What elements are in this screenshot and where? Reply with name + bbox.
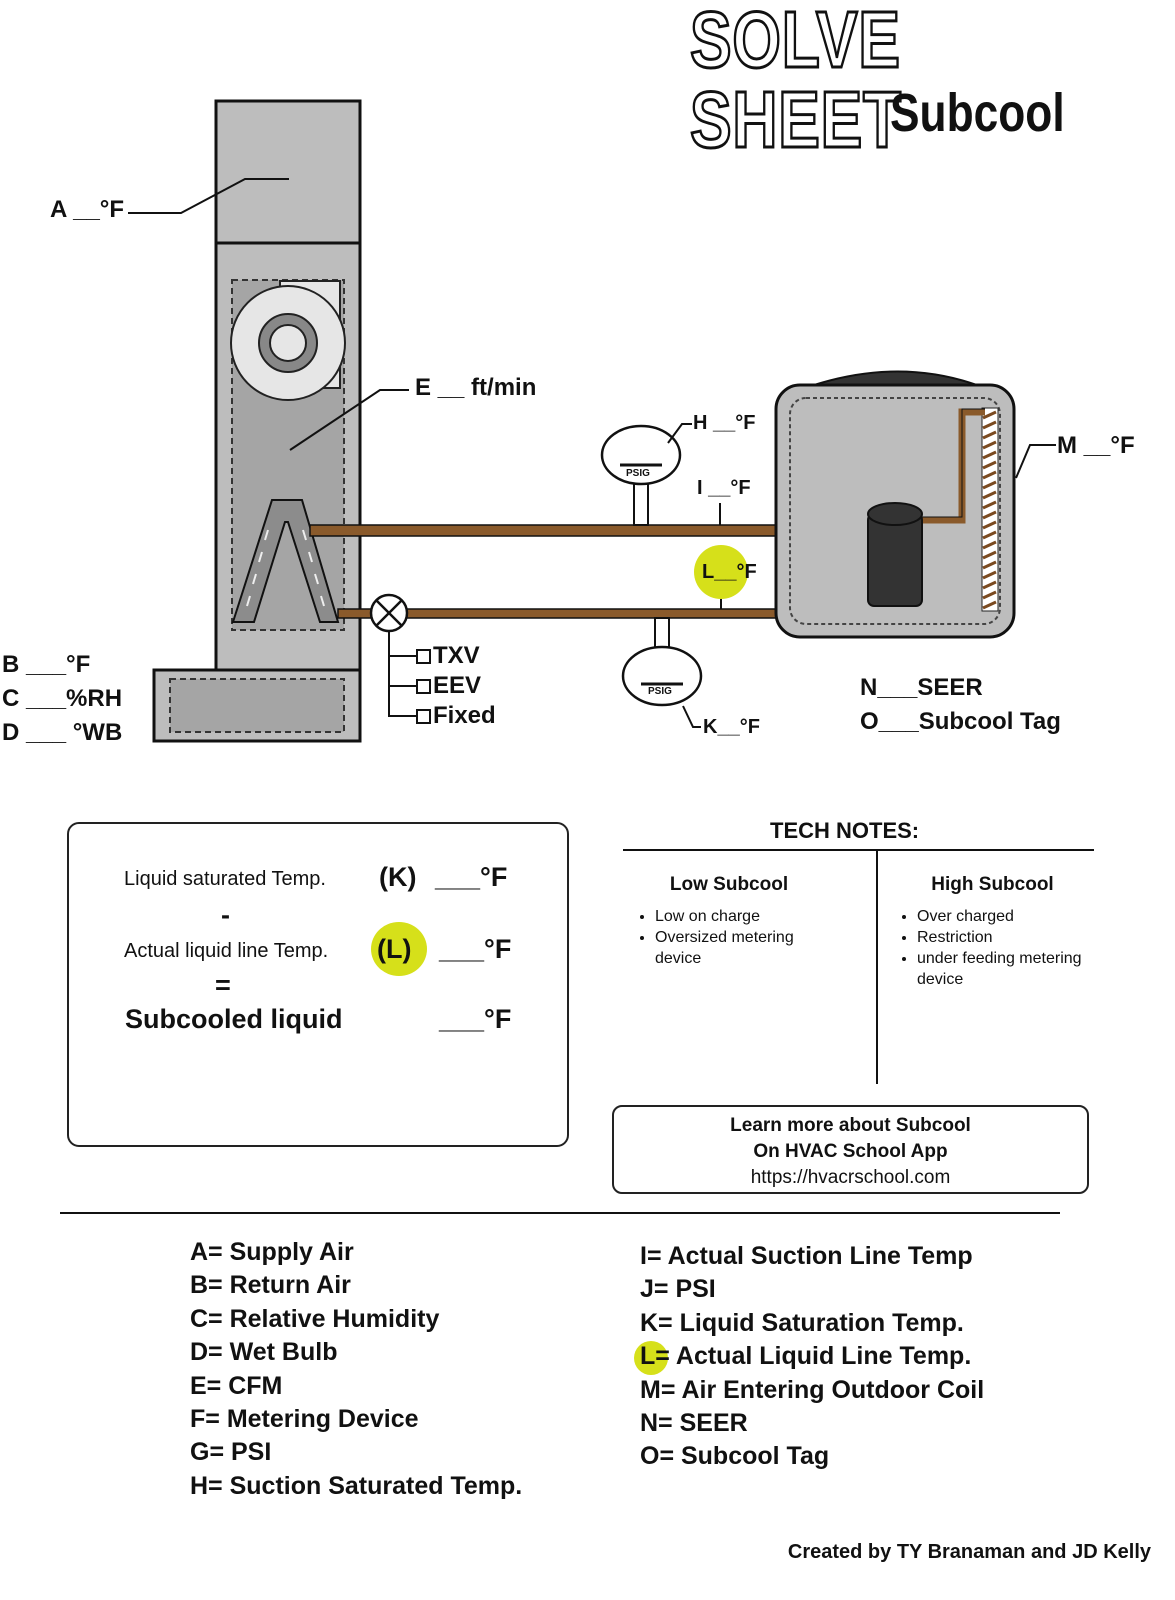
legend-l-highlight <box>634 1341 668 1375</box>
liquid-gauge-unit: PSIG <box>648 686 672 697</box>
calc-actual-liquid-label: Actual liquid line Temp. <box>124 940 329 962</box>
label-n-seer: N___SEER <box>860 674 983 701</box>
learn-more-box: Learn more about Subcool On HVAC School … <box>612 1105 1089 1194</box>
high-subcool-heading: High Subcool <box>931 874 1054 895</box>
tech-notes-column-divider <box>876 850 878 1084</box>
leader-a <box>128 178 289 214</box>
high-subcool-notes: High Subcool Over charged Restriction un… <box>885 874 1100 990</box>
system-diagram <box>128 99 1056 743</box>
sheet-subtitle: Subcool <box>890 83 1065 143</box>
label-o-subcool-tag: O___Subcool Tag <box>860 708 1061 735</box>
learn-more-line1: Learn more about Subcool <box>730 1115 971 1136</box>
calc-l-highlight <box>371 922 427 976</box>
label-i-suction-line-temp: I __°F <box>697 477 751 499</box>
suction-gauge-unit: PSIG <box>626 468 650 479</box>
condenser-unit-icon <box>774 370 1016 639</box>
leader-m <box>1015 444 1056 479</box>
legend-item: N= SEER <box>640 1409 748 1438</box>
leader-k <box>682 705 701 728</box>
legend-item: K= Liquid Saturation Temp. <box>640 1308 964 1337</box>
calc-k-blank: ___°F <box>435 862 508 892</box>
low-subcool-notes: Low Subcool Low on charge Oversized mete… <box>623 874 835 969</box>
fixed-checkbox[interactable] <box>416 709 431 724</box>
legend-item: E= CFM <box>190 1371 283 1400</box>
label-d-wet-bulb: D ___ °WB <box>2 719 123 746</box>
liquid-gauge-icon <box>621 617 703 707</box>
label-e-airflow: E __ ft/min <box>415 374 537 401</box>
legend-item: G= PSI <box>190 1438 272 1467</box>
legend-item: O= Subcool Tag <box>640 1442 830 1471</box>
sheet-title: SOLVE SHEET <box>689 0 903 164</box>
label-m-outdoor-air: M __°F <box>1057 432 1135 459</box>
legend-separator <box>60 1212 1060 1214</box>
label-l-highlight <box>694 545 748 599</box>
legend-item: D= Wet Bulb <box>190 1338 338 1367</box>
metering-option-txv[interactable]: TXV <box>416 644 480 668</box>
legend-item: L= Actual Liquid Line Temp. <box>640 1342 972 1371</box>
leader-h <box>667 423 692 444</box>
label-b-return-air: B ___°F <box>2 651 91 678</box>
learn-more-url[interactable]: https://hvacrschool.com <box>750 1167 951 1188</box>
legend-item: C= Relative Humidity <box>190 1304 440 1333</box>
leader-e <box>289 389 409 451</box>
calc-subcooled-label: Subcooled liquid <box>125 1004 343 1034</box>
metering-device-icon <box>369 593 416 717</box>
legend-item: I= Actual Suction Line Temp <box>640 1242 973 1270</box>
high-subcool-item: Over charged <box>917 906 1100 927</box>
high-subcool-item: Restriction <box>917 927 1100 948</box>
fixed-label: Fixed <box>433 702 496 729</box>
legend-item: A= Supply Air <box>190 1238 354 1266</box>
txv-checkbox[interactable] <box>416 649 431 664</box>
metering-option-eev[interactable]: EEV <box>416 674 481 698</box>
eev-checkbox[interactable] <box>416 679 431 694</box>
txv-label: TXV <box>433 642 480 669</box>
legend-left: A= Supply Air B= Return Air C= Relative … <box>190 1236 522 1503</box>
calc-liquid-saturated-label: Liquid saturated Temp. <box>124 868 326 890</box>
label-a-supply-air: A __°F <box>50 196 125 223</box>
credit-line: Created by TY Branaman and JD Kelly <box>787 1541 1151 1563</box>
label-k-liquid-saturation: K__°F <box>703 716 760 738</box>
legend-item: M= Air Entering Outdoor Coil <box>640 1375 985 1404</box>
metering-option-fixed[interactable]: Fixed <box>416 704 496 728</box>
high-subcool-item: under feeding metering device <box>917 948 1100 990</box>
legend-item: H= Suction Saturated Temp. <box>190 1471 523 1500</box>
calc-l-blank: ___°F <box>439 934 512 964</box>
legend-item: B= Return Air <box>190 1271 351 1300</box>
legend-item: J= PSI <box>640 1275 716 1304</box>
suction-gauge-icon <box>600 424 682 526</box>
learn-more-line2: On HVAC School App <box>753 1141 948 1162</box>
tech-notes-divider <box>623 849 1094 851</box>
calc-k-code: (K) <box>379 862 417 892</box>
blower-icon <box>230 280 346 401</box>
calc-equals: = <box>215 970 231 1000</box>
low-subcool-item: Low on charge <box>655 906 835 927</box>
label-h-suction-saturated: H __°F <box>693 412 756 434</box>
calc-l-code: (L) <box>377 934 412 964</box>
low-subcool-item: Oversized metering device <box>655 927 835 969</box>
supply-plenum <box>214 99 362 245</box>
legend-right: I= Actual Suction Line Temp J= PSI K= Li… <box>640 1240 984 1474</box>
subcool-calculation-box: Liquid saturated Temp. (K) ___°F - Actua… <box>67 822 569 1147</box>
tech-notes-title: TECH NOTES: <box>770 818 920 843</box>
evaporator-coil-icon <box>231 499 340 623</box>
label-c-humidity: C ___%RH <box>2 685 123 712</box>
low-subcool-heading: Low Subcool <box>669 874 789 895</box>
legend-item: F= Metering Device <box>190 1405 419 1434</box>
calc-minus: - <box>221 900 230 930</box>
calc-subcooled-blank: ___°F <box>439 1004 512 1034</box>
label-l-liquid-line-temp: L__°F <box>702 561 757 583</box>
eev-label: EEV <box>433 672 482 699</box>
